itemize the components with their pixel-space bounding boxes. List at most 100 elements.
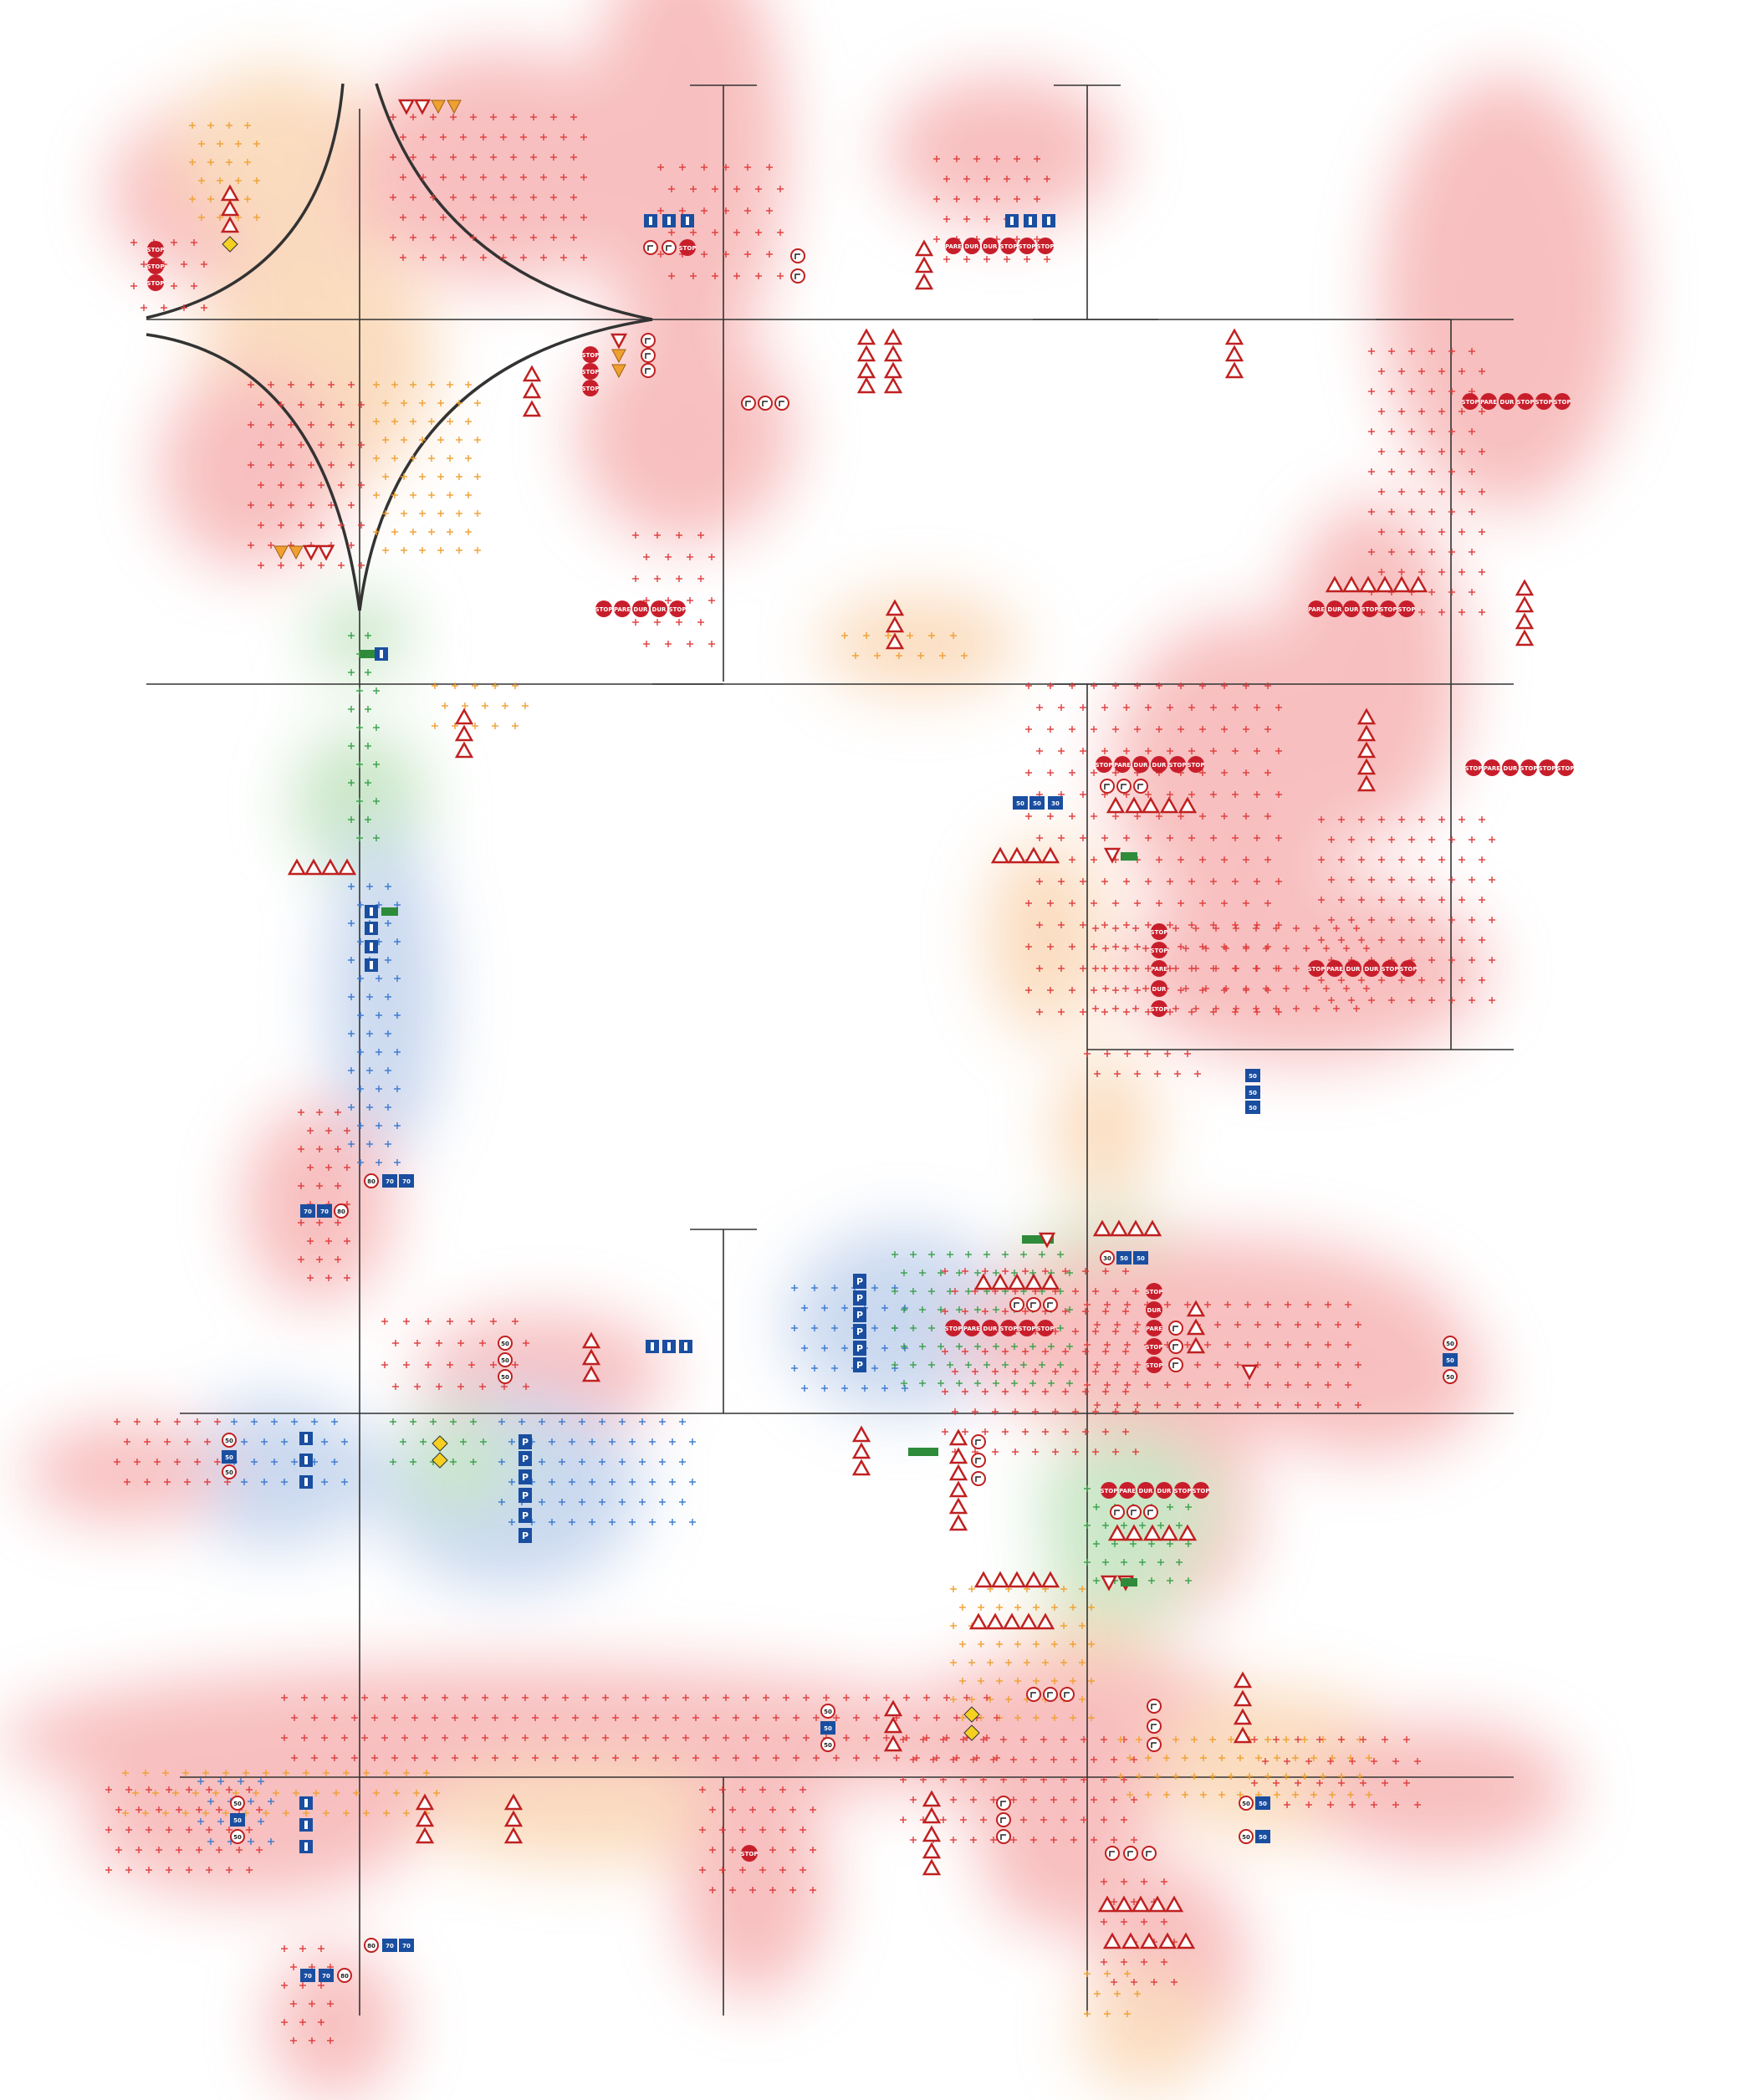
observation-marker [702, 1694, 709, 1701]
observation-marker [861, 1385, 868, 1392]
observation-marker [560, 134, 567, 141]
warning-icon [1102, 1932, 1122, 1949]
observation-marker [1167, 704, 1173, 711]
observation-marker [687, 554, 693, 560]
stop-icon: DUR [1137, 1482, 1154, 1499]
observation-marker [428, 492, 435, 498]
observation-marker [1020, 1362, 1027, 1368]
observation-marker [1161, 1878, 1167, 1885]
observation-marker [1030, 1837, 1037, 1843]
observation-marker [937, 1343, 944, 1350]
observation-marker [414, 1383, 421, 1390]
observation-marker [1172, 925, 1179, 932]
stop-icon: STOP [1037, 238, 1054, 254]
observation-marker [682, 1735, 689, 1741]
warning-icon [1233, 1726, 1253, 1744]
observation-marker [482, 703, 488, 709]
observation-marker [1368, 836, 1375, 843]
info-icon [644, 214, 657, 227]
turn-icon [1143, 1505, 1158, 1520]
observation-marker [592, 1755, 599, 1761]
stop-icon: STOP [582, 346, 599, 363]
observation-marker [994, 1714, 1000, 1721]
parking-icon: P [519, 1528, 532, 1543]
observation-marker [468, 1318, 475, 1325]
observation-marker [1275, 791, 1282, 798]
observation-marker [440, 174, 447, 181]
warning-icon [883, 376, 903, 394]
observation-marker [366, 883, 373, 890]
observation-marker [1058, 878, 1065, 885]
observation-marker [432, 1714, 438, 1721]
observation-marker [479, 1340, 486, 1346]
observation-marker [1428, 428, 1435, 435]
warning-icon [856, 361, 876, 379]
observation-marker [569, 1438, 575, 1445]
warning-icon [922, 1858, 942, 1876]
observation-marker [1080, 965, 1086, 972]
observation-marker [207, 1838, 214, 1845]
observation-marker [1124, 1341, 1131, 1348]
observation-marker [1408, 917, 1415, 923]
observation-marker [318, 2019, 324, 2026]
observation-marker [891, 1251, 898, 1258]
observation-marker [258, 562, 264, 569]
observation-marker [1316, 1736, 1323, 1743]
observation-marker [135, 1806, 142, 1813]
observation-marker [1479, 368, 1485, 375]
observation-marker [777, 186, 784, 192]
observation-marker [186, 1786, 192, 1793]
observation-marker [821, 1305, 828, 1311]
observation-marker [570, 154, 577, 161]
observation-marker [1438, 448, 1445, 455]
observation-marker [197, 1818, 204, 1825]
observation-marker [508, 1438, 515, 1445]
observation-marker [972, 1408, 978, 1415]
observation-marker [1232, 835, 1239, 841]
observation-marker [152, 1790, 159, 1796]
observation-marker [450, 194, 457, 201]
observation-marker [201, 304, 207, 311]
observation-marker [470, 234, 477, 241]
observation-marker [1295, 1402, 1301, 1408]
observation-marker [1132, 1005, 1139, 1012]
observation-marker [632, 1714, 639, 1721]
observation-marker [1058, 922, 1065, 928]
turn-icon [1026, 1297, 1041, 1312]
observation-marker [248, 422, 254, 428]
observation-marker [1469, 997, 1475, 1004]
warning-icon [948, 1428, 968, 1446]
observation-marker [1264, 1341, 1271, 1348]
observation-marker [385, 883, 391, 890]
observation-marker [437, 473, 444, 480]
observation-marker [1428, 917, 1435, 923]
speed-icon: 50 [820, 1704, 835, 1719]
observation-marker [437, 400, 444, 406]
observation-marker [1343, 945, 1350, 952]
observation-marker [1005, 1696, 1012, 1703]
observation-marker [1293, 965, 1300, 972]
turn-icon [641, 333, 656, 348]
observation-marker [288, 502, 294, 508]
orange-yield-icon [447, 100, 462, 115]
observation-marker [1283, 985, 1290, 992]
speed-icon: 50 [498, 1369, 513, 1384]
observation-marker [256, 1847, 263, 1853]
warning-icon [1040, 1571, 1060, 1588]
observation-marker [1237, 1791, 1244, 1798]
observation-marker [1273, 925, 1280, 932]
observation-marker [940, 1816, 947, 1823]
observation-marker [437, 437, 444, 443]
observation-marker [1382, 1780, 1388, 1786]
stop-icon: PARE [1119, 1482, 1136, 1499]
observation-marker [500, 174, 507, 181]
observation-marker [733, 1714, 739, 1721]
observation-marker [447, 529, 453, 535]
blue-speed-icon: 70 [382, 1939, 397, 1952]
warning-icon [1515, 595, 1535, 613]
turn-icon [790, 248, 805, 263]
observation-marker [162, 1770, 169, 1776]
observation-marker [375, 1012, 382, 1019]
observation-marker [366, 1067, 373, 1074]
observation-marker [759, 1867, 766, 1873]
